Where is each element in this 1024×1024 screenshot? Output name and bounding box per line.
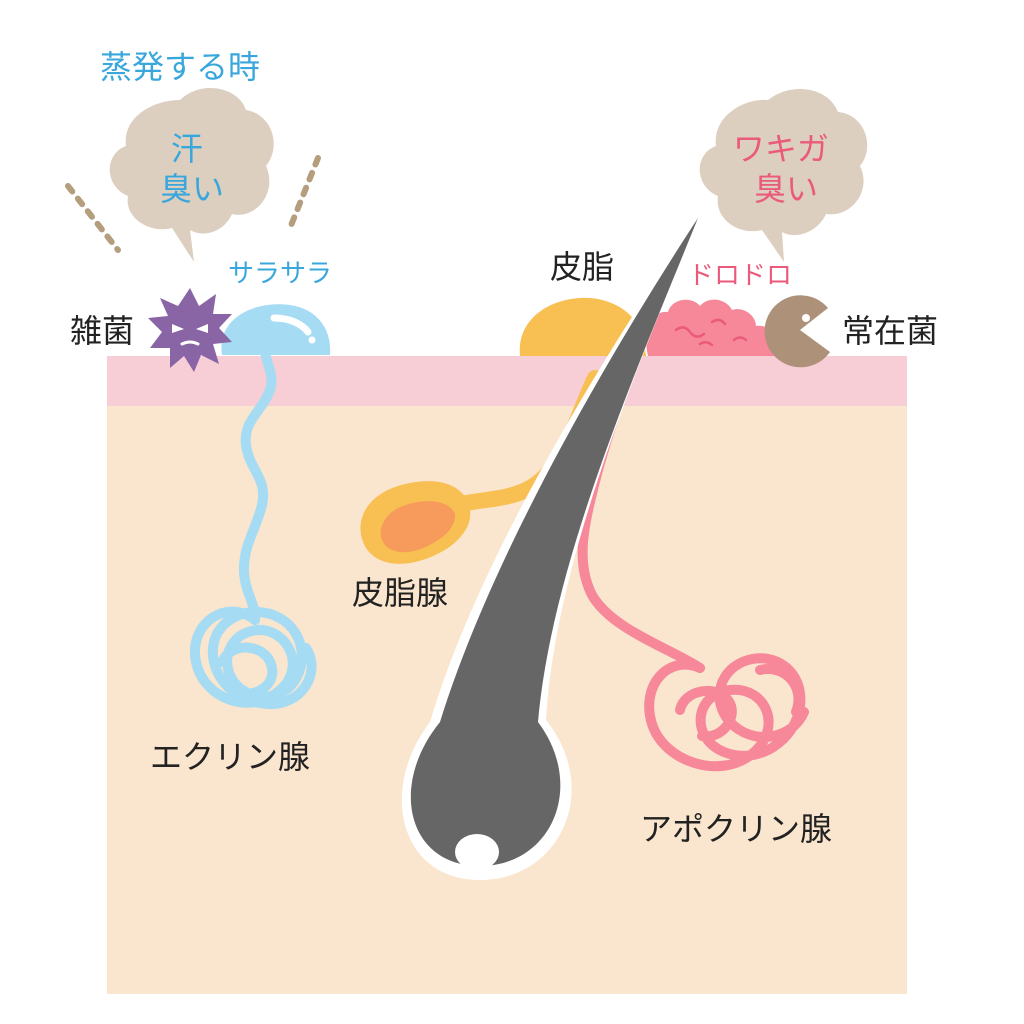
germs-label: 雑菌 <box>70 312 134 350</box>
evaporation-label: 蒸発する時 <box>100 48 260 86</box>
sweat-odor-cloud <box>109 87 274 262</box>
apocrine-gland-label: アポクリン腺 <box>640 810 832 848</box>
resident-bacteria-label: 常在菌 <box>842 312 938 350</box>
sebaceous-gland-label: 皮脂腺 <box>352 574 448 612</box>
sebum-blob <box>519 297 646 356</box>
wakiga-odor-cloud <box>699 88 868 262</box>
smooth-label: サラサラ <box>228 259 332 289</box>
wakiga-odor-line2: 臭い <box>754 170 818 208</box>
eccrine-gland-shape <box>189 335 317 710</box>
eccrine-gland-label: エクリン腺 <box>150 738 310 776</box>
wakiga-odor-line1: ワキガ <box>733 130 829 168</box>
sweat-odor-line2: 臭い <box>160 170 224 208</box>
sweat-droplet <box>221 304 331 355</box>
hair-shape <box>401 214 700 880</box>
sticky-label: ドロドロ <box>688 261 792 291</box>
skin-surface-layer <box>107 356 907 406</box>
germ-icon <box>148 288 232 372</box>
sebum-label: 皮脂 <box>550 248 614 286</box>
wakiga-odor-label: ワキガ 臭い <box>733 130 839 208</box>
apocrine-secretion <box>646 299 779 356</box>
sweat-odor-line1: 汗 <box>171 130 203 168</box>
resident-bacteria-icon <box>764 295 830 368</box>
odor-dots-right <box>287 155 321 231</box>
sweat-odor-label: 汗 臭い <box>160 130 224 208</box>
odor-dots-left <box>65 183 121 253</box>
